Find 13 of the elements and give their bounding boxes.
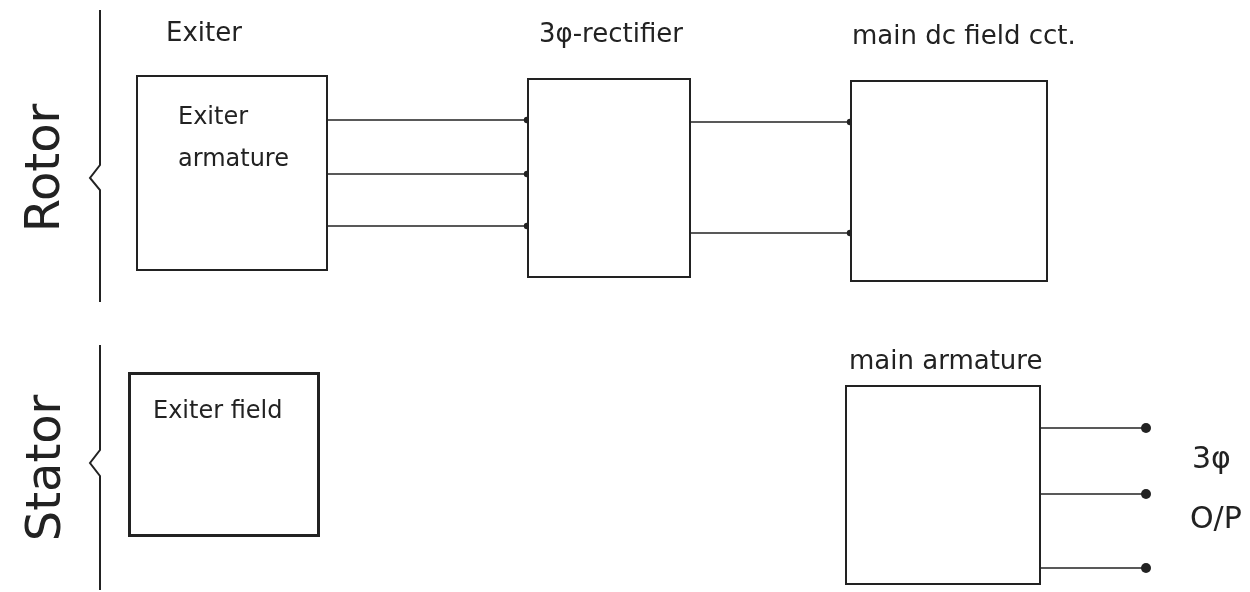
terminal-dot (1141, 563, 1151, 573)
terminal-dot (1141, 423, 1151, 433)
group-label: Rotor (14, 103, 71, 233)
block-heading: Exiter (166, 17, 242, 47)
block-label: Exiter armature (178, 101, 290, 174)
block-heading: main dc field cct. (852, 20, 1076, 50)
group-label: Stator (15, 394, 72, 542)
block-label: Exiter field (153, 395, 284, 426)
terminal-dot (1141, 489, 1151, 499)
output-label: 3φ (1192, 440, 1231, 475)
block-heading: 3φ-rectifier (539, 18, 683, 48)
block-heading: main armature (849, 345, 1043, 375)
output-label: O/P (1190, 500, 1242, 535)
